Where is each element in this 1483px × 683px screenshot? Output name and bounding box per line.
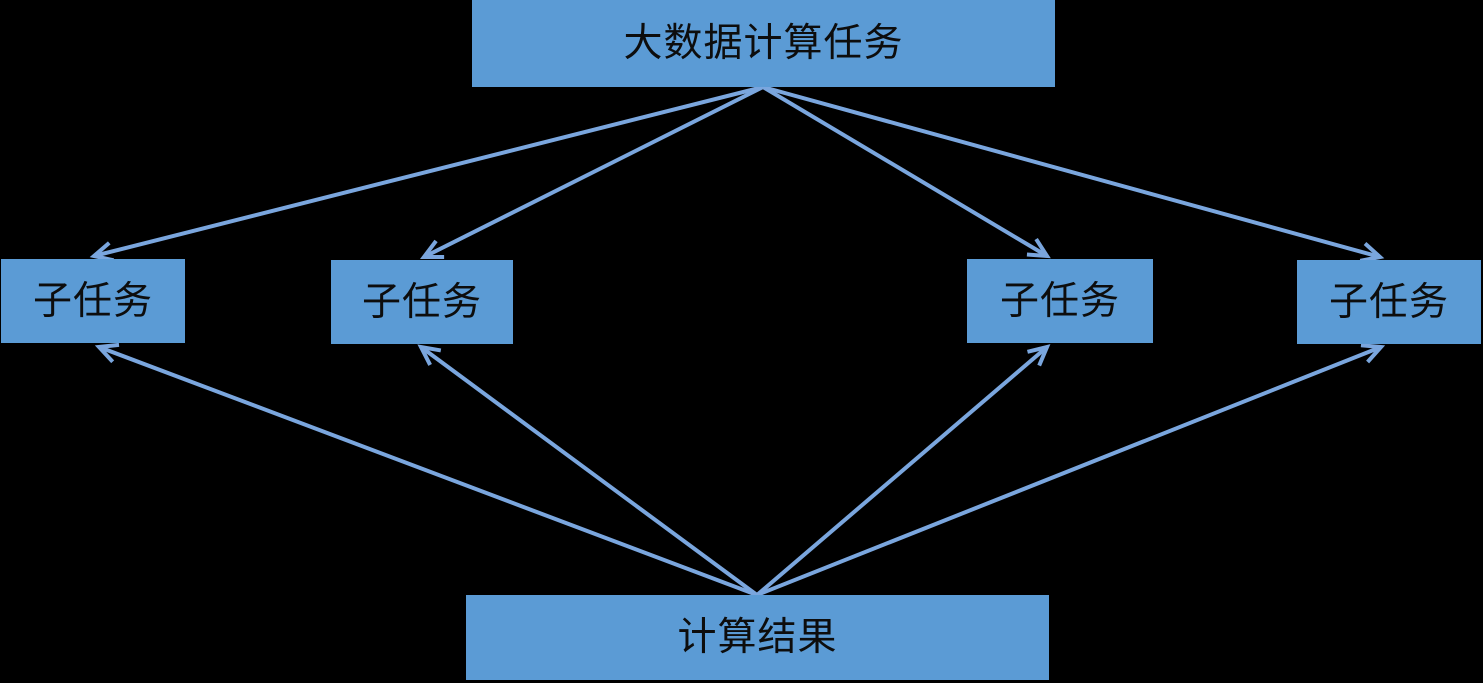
edge-big-data-task-to-subtask-3 [761,85,1051,259]
edge-big-data-task-to-subtask-4 [762,85,1385,263]
node-big-data-task-label: 大数据计算任务 [623,22,904,65]
node-big-data-task: 大数据计算任务 [472,0,1055,87]
node-result: 计算结果 [466,595,1049,680]
node-subtask-4: 子任务 [1297,260,1481,344]
edge-result-to-subtask-1 [94,342,758,597]
edge-big-data-task-to-subtask-1 [89,85,764,263]
edge-result-to-subtask-4 [756,343,1386,597]
edge-big-data-task-to-subtask-2 [420,85,764,260]
node-subtask-2: 子任务 [331,260,513,344]
node-subtask-1: 子任务 [1,259,185,343]
node-subtask-4-label: 子任务 [1328,280,1449,324]
node-subtask-2-label: 子任务 [361,280,482,324]
node-subtask-1-label: 子任务 [32,279,153,323]
node-result-label: 计算结果 [677,616,838,659]
edge-result-to-subtask-3 [755,344,1051,597]
edge-result-to-subtask-2 [417,344,759,597]
node-subtask-3-label: 子任务 [999,279,1120,323]
node-subtask-3: 子任务 [967,259,1153,343]
